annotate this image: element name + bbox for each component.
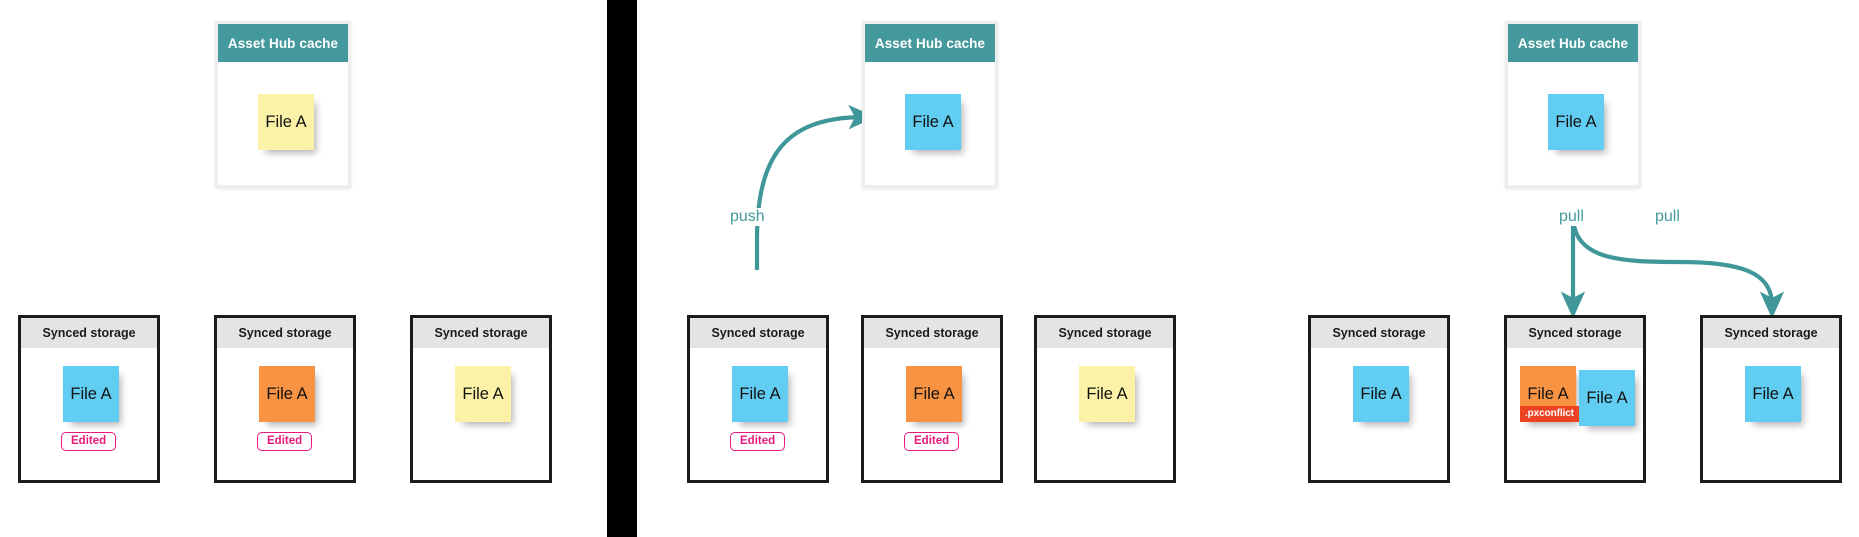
p1-s2-body: File A Edited — [217, 348, 353, 480]
p2-synced-storage-2: Synced storage File A Edited — [861, 315, 1003, 483]
p2-s3-title: Synced storage — [1037, 318, 1173, 348]
p1-cache-title: Asset Hub cache — [218, 24, 348, 62]
pull-arrow-label-right: pull — [1652, 208, 1683, 226]
p3-synced-storage-1: Synced storage File A — [1308, 315, 1450, 483]
p1-s2-note-file-a[interactable]: File A — [259, 366, 315, 422]
p3-s2-note-file-a[interactable]: File A — [1579, 370, 1635, 426]
p2-cache-title: Asset Hub cache — [865, 24, 995, 62]
p3-s2-body: File A .pxconflict File A — [1507, 348, 1643, 480]
push-arrow — [754, 105, 876, 270]
p2-s2-body: File A Edited — [864, 348, 1000, 480]
p1-s1-title: Synced storage — [21, 318, 157, 348]
panel-divider — [607, 0, 637, 537]
p1-s1-note-file-a[interactable]: File A — [63, 366, 119, 422]
p3-s2-title: Synced storage — [1507, 318, 1643, 348]
p2-cache-body: File A — [865, 62, 995, 185]
p3-asset-hub-cache-box: Asset Hub cache File A — [1505, 21, 1641, 188]
p2-cache-note-file-a[interactable]: File A — [905, 94, 961, 150]
p3-s3-note-file-a[interactable]: File A — [1745, 366, 1801, 422]
p1-s3-body: File A — [413, 348, 549, 480]
p3-s1-note-file-a[interactable]: File A — [1353, 366, 1409, 422]
p1-synced-storage-3: Synced storage File A — [410, 315, 552, 483]
p1-asset-hub-cache-box: Asset Hub cache File A — [215, 21, 351, 188]
p1-s2-title: Synced storage — [217, 318, 353, 348]
p3-synced-storage-2: Synced storage File A .pxconflict File A — [1504, 315, 1646, 483]
p2-s3-body: File A — [1037, 348, 1173, 480]
p1-synced-storage-2: Synced storage File A Edited — [214, 315, 356, 483]
p3-cache-body: File A — [1508, 62, 1638, 185]
p2-s1-note-file-a[interactable]: File A — [732, 366, 788, 422]
p2-synced-storage-3: Synced storage File A — [1034, 315, 1176, 483]
p2-s1-edited-badge: Edited — [730, 432, 786, 451]
p3-s1-body: File A — [1311, 348, 1447, 480]
p1-s1-edited-badge: Edited — [61, 432, 117, 451]
p3-s3-title: Synced storage — [1703, 318, 1839, 348]
p3-synced-storage-3: Synced storage File A — [1700, 315, 1842, 483]
p2-asset-hub-cache-box: Asset Hub cache File A — [862, 21, 998, 188]
p2-s1-body: File A Edited — [690, 348, 826, 480]
p3-s1-title: Synced storage — [1311, 318, 1447, 348]
p1-s1-body: File A Edited — [21, 348, 157, 480]
p2-s2-note-file-a[interactable]: File A — [906, 366, 962, 422]
pull-arrow-label-left: pull — [1556, 208, 1587, 226]
p1-s3-note-file-a[interactable]: File A — [455, 366, 511, 422]
p2-s3-note-file-a[interactable]: File A — [1079, 366, 1135, 422]
p1-cache-body: File A — [218, 62, 348, 185]
p2-synced-storage-1: Synced storage File A Edited — [687, 315, 829, 483]
pull-arrow-right — [1570, 214, 1785, 319]
p3-s2-pxconflict-badge: .pxconflict — [1520, 406, 1579, 422]
p2-s1-title: Synced storage — [690, 318, 826, 348]
p3-cache-title: Asset Hub cache — [1508, 24, 1638, 62]
p2-s2-title: Synced storage — [864, 318, 1000, 348]
push-arrow-label: push — [727, 208, 768, 226]
p3-cache-note-file-a[interactable]: File A — [1548, 94, 1604, 150]
p2-s2-edited-badge: Edited — [904, 432, 960, 451]
p1-s2-edited-badge: Edited — [257, 432, 313, 451]
p3-s3-body: File A — [1703, 348, 1839, 480]
p1-s3-title: Synced storage — [413, 318, 549, 348]
p1-cache-note-file-a[interactable]: File A — [258, 94, 314, 150]
p1-synced-storage-1: Synced storage File A Edited — [18, 315, 160, 483]
